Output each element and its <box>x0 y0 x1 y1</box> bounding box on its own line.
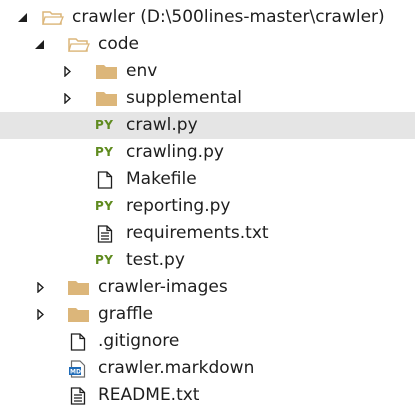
tree-item-supplemental[interactable]: supplemental <box>0 85 415 112</box>
open-folder-icon <box>68 37 90 53</box>
tree-item-label: env <box>126 61 158 81</box>
tree-item-label: requirements.txt <box>126 223 269 243</box>
tree-item-crawler-markdown[interactable]: MD crawler.markdown <box>0 355 415 382</box>
folder-icon <box>96 91 118 107</box>
tree-item-graffle[interactable]: graffle <box>0 301 415 328</box>
tree-item-requirements-txt[interactable]: requirements.txt <box>0 220 415 247</box>
tree-item-label: test.py <box>126 250 185 270</box>
folder-icon <box>68 280 90 296</box>
expand-open-icon[interactable] <box>35 40 44 49</box>
root-label: crawler (D:\500lines-master\crawler) <box>72 7 385 27</box>
folder-icon <box>68 307 90 323</box>
tree-item-label: Makefile <box>126 169 197 189</box>
tree-item-label: crawl.py <box>126 115 198 135</box>
expand-closed-icon[interactable] <box>64 93 71 104</box>
tree-item-label: code <box>98 34 139 54</box>
tree-item-label: crawler-images <box>98 277 228 297</box>
expand-closed-icon[interactable] <box>37 282 44 293</box>
tree-item-crawler-images[interactable]: crawler-images <box>0 274 415 301</box>
tree-item-label: README.txt <box>98 385 200 405</box>
tree-item-crawl-py[interactable]: PY crawl.py <box>0 112 415 139</box>
tree-item-gitignore[interactable]: .gitignore <box>0 328 415 355</box>
svg-text:MD: MD <box>70 369 81 376</box>
python-file-icon: PY <box>95 253 114 267</box>
python-file-icon: PY <box>95 118 114 132</box>
expand-open-icon[interactable] <box>18 13 27 22</box>
tree-item-code[interactable]: code <box>0 31 415 58</box>
file-icon <box>70 333 86 351</box>
tree-item-test-py[interactable]: PY test.py <box>0 247 415 274</box>
tree-item-label: reporting.py <box>126 196 231 216</box>
tree-item-crawling-py[interactable]: PY crawling.py <box>0 139 415 166</box>
expand-closed-icon[interactable] <box>64 66 71 77</box>
python-file-icon: PY <box>95 145 114 159</box>
python-file-icon: PY <box>95 199 114 213</box>
tree-item-label: supplemental <box>126 88 242 108</box>
tree-item-root[interactable]: crawler (D:\500lines-master\crawler) <box>0 4 415 31</box>
tree-item-makefile[interactable]: Makefile <box>0 166 415 193</box>
text-file-icon <box>97 225 113 243</box>
tree-item-readme-txt[interactable]: README.txt <box>0 382 415 409</box>
text-file-icon <box>70 387 86 405</box>
expand-closed-icon[interactable] <box>37 309 44 320</box>
tree-item-label: .gitignore <box>98 331 180 351</box>
open-folder-icon <box>42 10 64 26</box>
tree-item-label: graffle <box>98 304 154 324</box>
tree-item-reporting-py[interactable]: PY reporting.py <box>0 193 415 220</box>
tree-item-label: crawler.markdown <box>98 358 255 378</box>
tree-item-label: crawling.py <box>126 142 224 162</box>
folder-icon <box>96 64 118 80</box>
tree-item-env[interactable]: env <box>0 58 415 85</box>
file-icon <box>97 171 113 189</box>
markdown-file-icon: MD <box>69 360 86 378</box>
